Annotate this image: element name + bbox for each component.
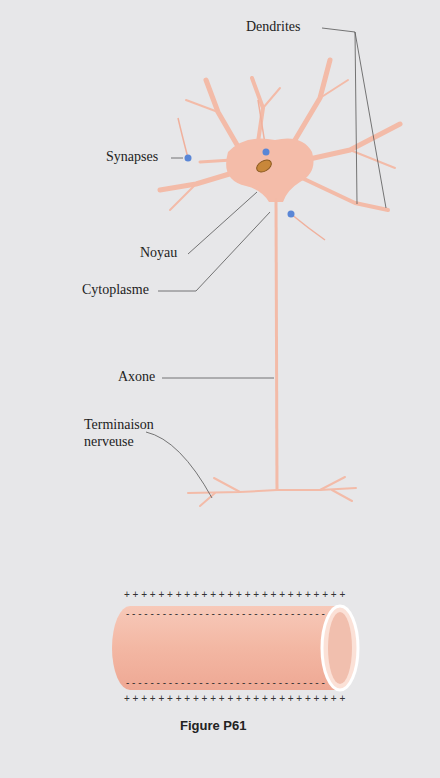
nucleus — [255, 158, 274, 175]
nerve-terminals — [188, 477, 356, 506]
part-label: Dendrites — [246, 19, 300, 36]
axon-membrane-cylinder — [112, 606, 358, 690]
presynaptic-fibres — [178, 100, 325, 240]
part-label: Terminaison nerveuse — [84, 417, 164, 451]
part-label: Axone — [118, 369, 155, 386]
figure-caption: Figure P61 — [180, 718, 246, 733]
cell-body — [226, 139, 313, 203]
axon — [276, 198, 277, 490]
part-label: Noyau — [140, 245, 177, 262]
leader-lines — [146, 28, 386, 498]
part-label: Cytoplasme — [82, 282, 149, 299]
charge-signs: - - - - - - - - - - - - - - - - - - - - … — [126, 609, 325, 619]
charge-signs: + + + + + + + + + + + + + + + + + + + + … — [124, 590, 345, 600]
charge-signs: - - - - - - - - - - - - - - - - - - - - … — [126, 678, 325, 688]
part-label: Synapses — [106, 149, 158, 166]
charge-signs: + + + + + + + + + + + + + + + + + + + + … — [124, 694, 345, 704]
synapse-dots — [185, 149, 295, 218]
